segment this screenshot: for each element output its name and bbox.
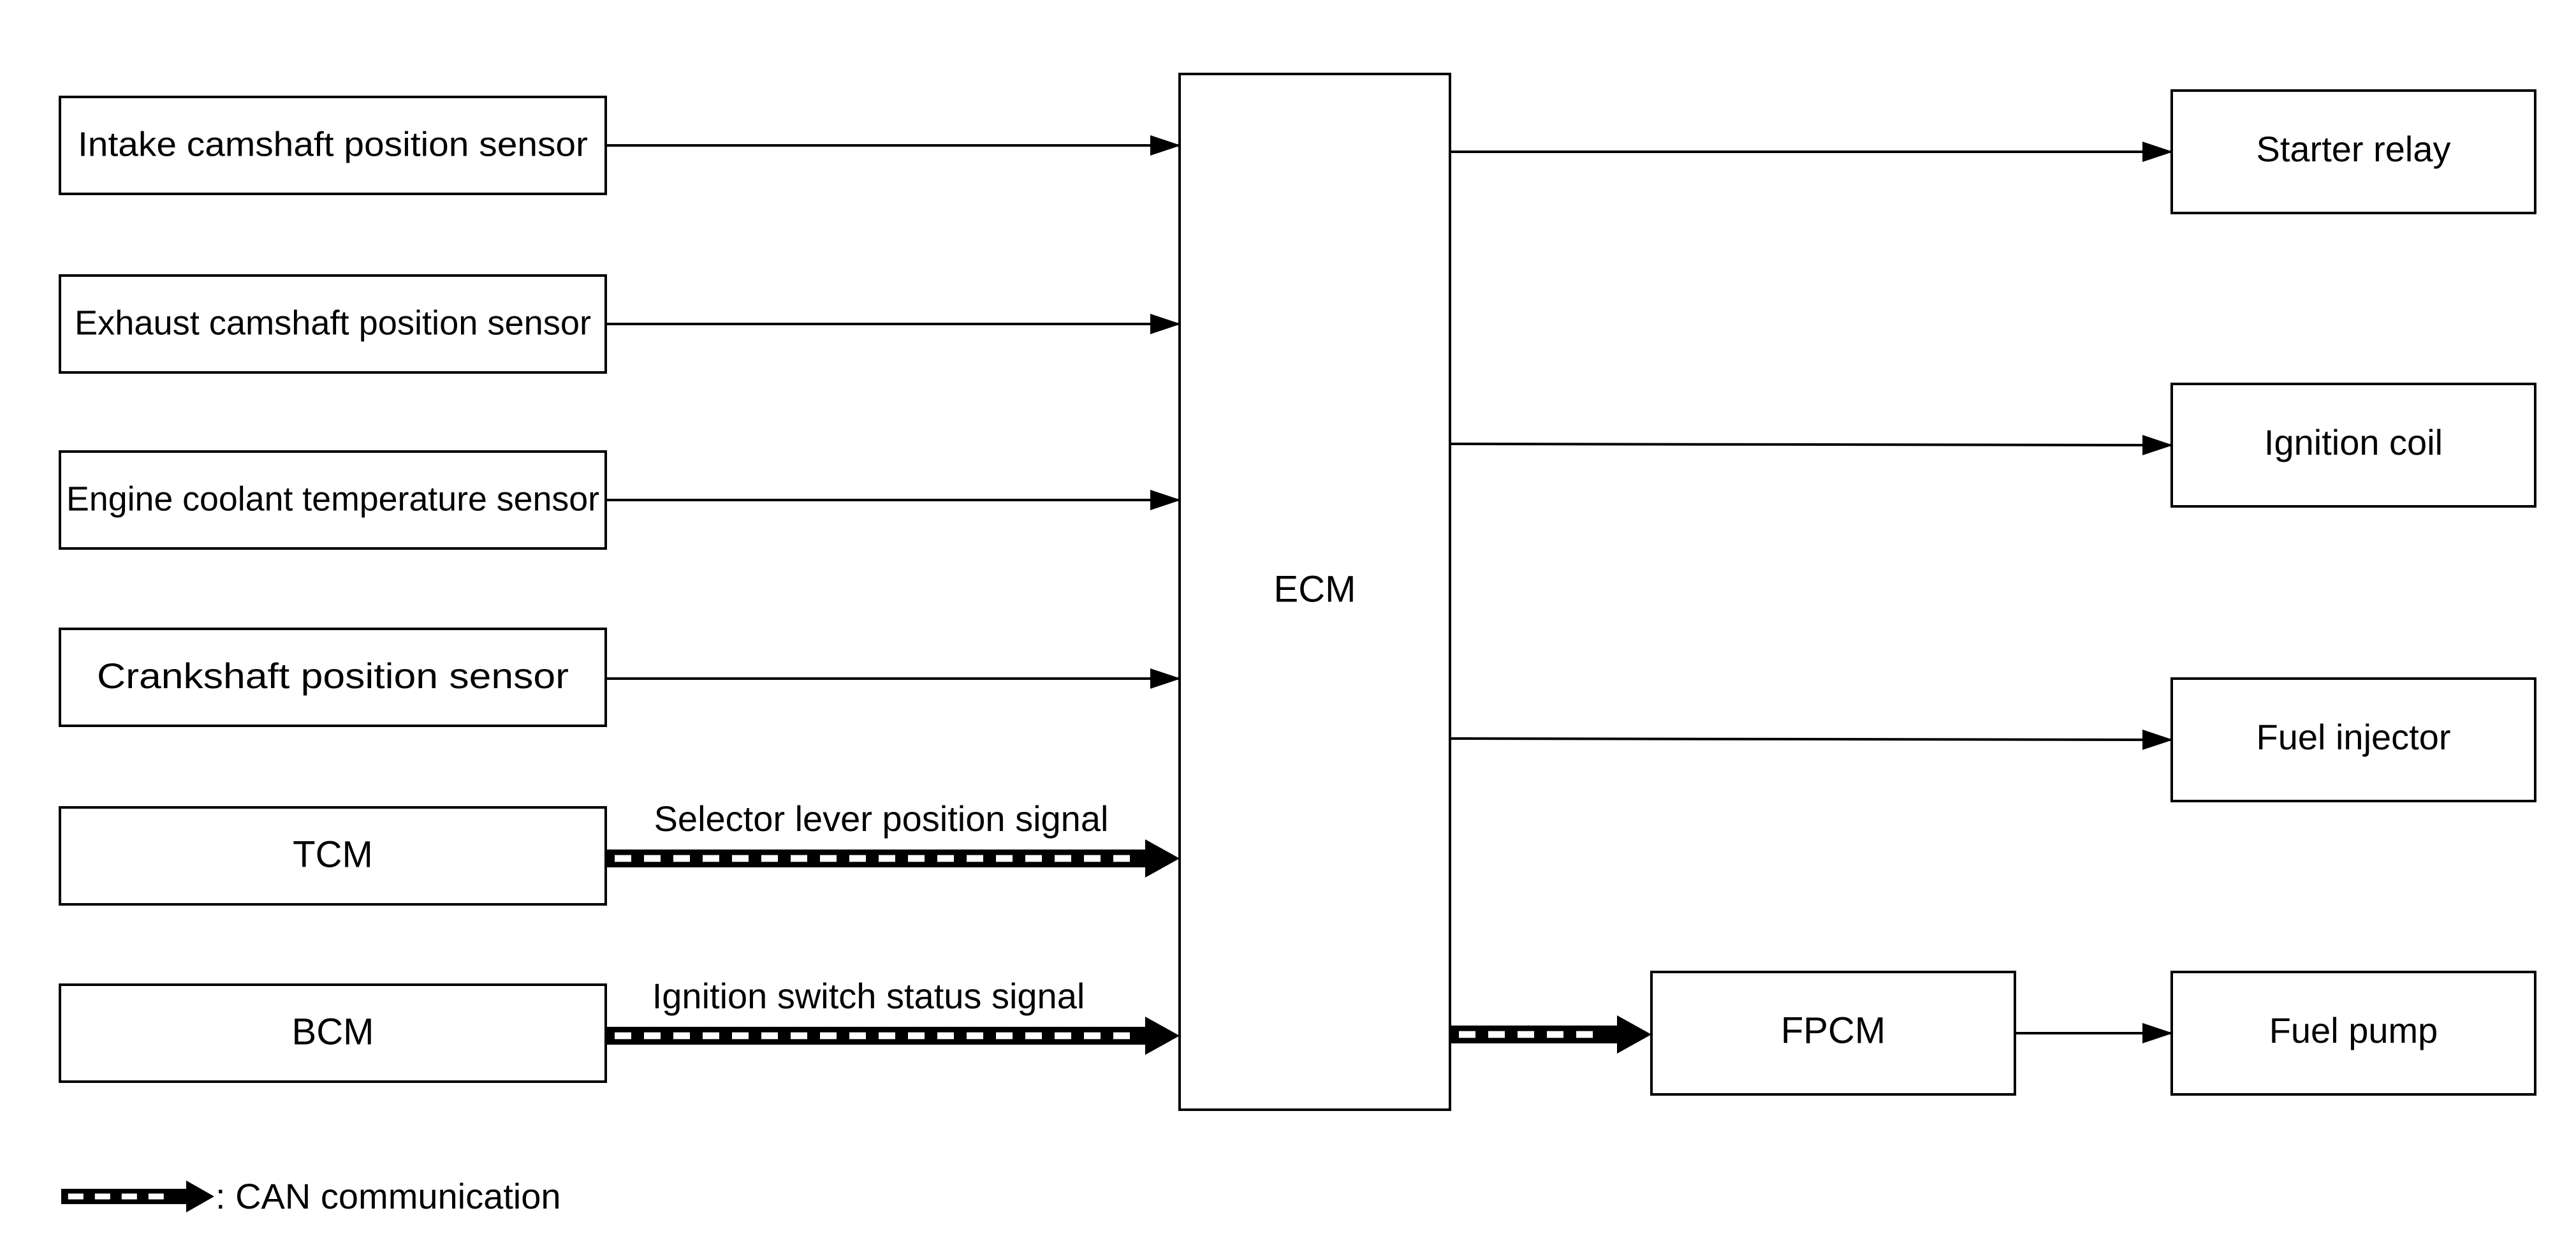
ecm-to-fpcm-can-arrow bbox=[1451, 1015, 1651, 1054]
legend-can-arrow-icon bbox=[61, 1181, 214, 1212]
tcm-to-ecm-can-arrow bbox=[607, 839, 1180, 878]
bcm-label: BCM bbox=[292, 1011, 374, 1052]
bcm-box: BCM bbox=[59, 983, 607, 1083]
starter-relay-label: Starter relay bbox=[2257, 129, 2451, 169]
fpcm-label: FPCM bbox=[1781, 1010, 1885, 1051]
intake-camshaft-sensor-box: Intake camshaft position sensor bbox=[59, 96, 607, 195]
exhaust-camshaft-sensor-box: Exhaust camshaft position sensor bbox=[59, 274, 607, 374]
crankshaft-sensor-box: Crankshaft position sensor bbox=[59, 628, 607, 727]
fpcm-box: FPCM bbox=[1650, 971, 2016, 1096]
crankshaft-sensor-label: Crankshaft position sensor bbox=[97, 656, 569, 696]
fuel-pump-label: Fuel pump bbox=[2269, 1010, 2438, 1050]
coolant-temperature-sensor-label: Engine coolant temperature sensor bbox=[66, 480, 599, 518]
ecm-box: ECM bbox=[1178, 73, 1451, 1111]
ecm-label: ECM bbox=[1274, 568, 1356, 610]
legend-can-label: : CAN communication bbox=[216, 1176, 561, 1216]
coolant-temperature-sensor-box: Engine coolant temperature sensor bbox=[59, 450, 607, 550]
fuel-injector-label: Fuel injector bbox=[2256, 717, 2450, 757]
ignition-coil-box: Ignition coil bbox=[2170, 383, 2536, 508]
tcm-box: TCM bbox=[59, 806, 607, 906]
fuel-pump-box: Fuel pump bbox=[2170, 971, 2536, 1096]
bcm-to-ecm-can-arrow bbox=[607, 1017, 1180, 1055]
intake-camshaft-sensor-label: Intake camshaft position sensor bbox=[78, 125, 588, 163]
fuel-injector-box: Fuel injector bbox=[2170, 677, 2536, 802]
ignition-coil-label: Ignition coil bbox=[2264, 422, 2443, 462]
ecm-to-ignition-coil-arrow bbox=[1449, 434, 2173, 455]
starter-relay-box: Starter relay bbox=[2170, 89, 2536, 214]
tcm-label: TCM bbox=[293, 834, 373, 875]
ecm-to-fuel-injector-arrow bbox=[1449, 729, 2173, 750]
exhaust-camshaft-sensor-label: Exhaust camshaft position sensor bbox=[75, 304, 591, 342]
selector-lever-signal-label: Selector lever position signal bbox=[654, 798, 1109, 839]
ignition-switch-signal-label: Ignition switch status signal bbox=[652, 976, 1085, 1016]
